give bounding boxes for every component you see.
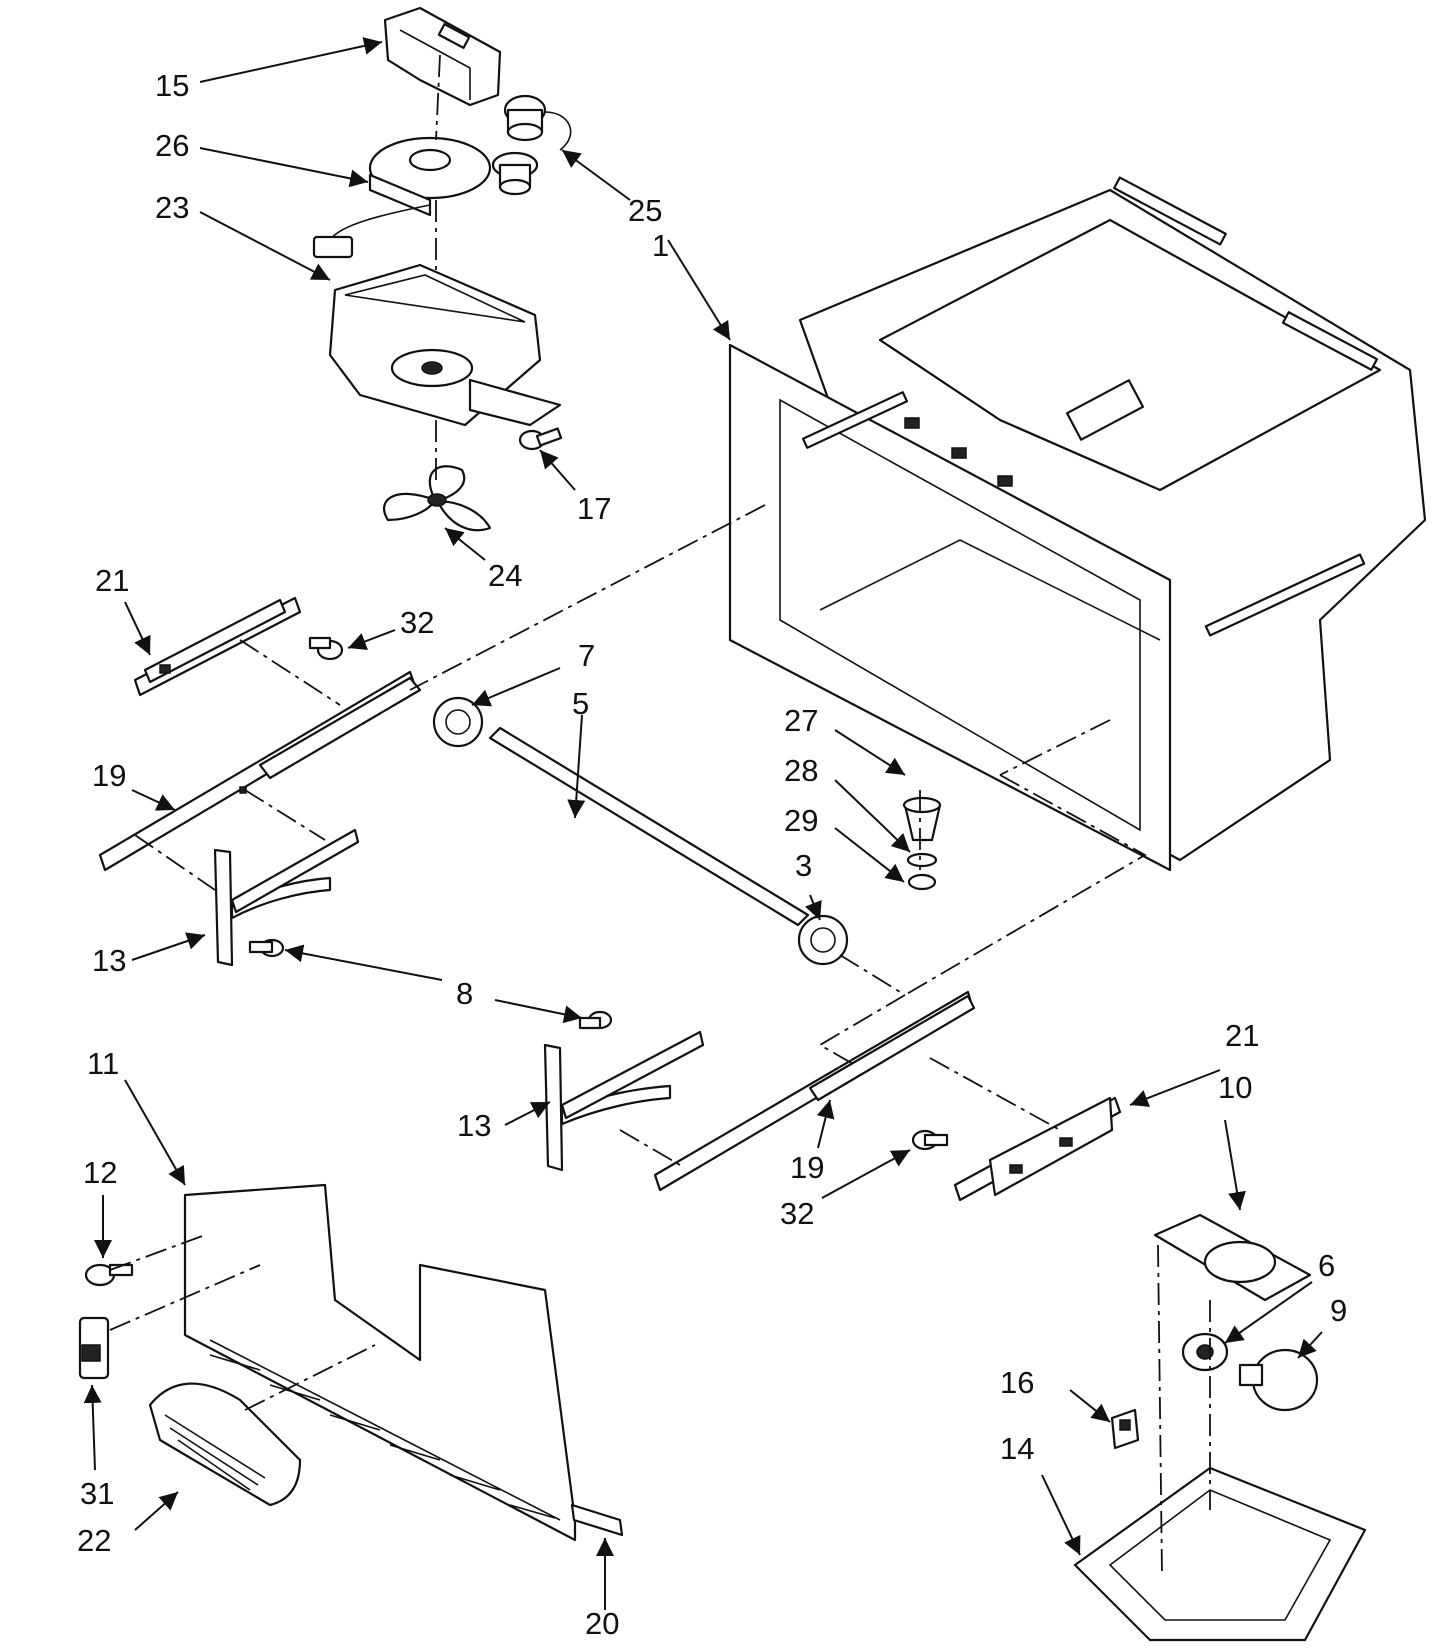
part-27-28-29-fittings <box>902 796 942 891</box>
callout-10: 10 <box>1218 1070 1253 1105</box>
callout-20: 20 <box>585 1606 620 1641</box>
callout-6: 6 <box>1318 1248 1336 1283</box>
part-32-screw-right <box>911 1129 949 1151</box>
callout-32-lower: 32 <box>780 1196 815 1231</box>
callout-25: 25 <box>628 193 663 228</box>
callout-28: 28 <box>784 753 819 788</box>
callout-24: 24 <box>488 558 523 593</box>
part-25-grommets <box>491 94 572 196</box>
part-26-fan-motor <box>312 136 492 259</box>
part-21-slide-support-right <box>953 1096 1122 1202</box>
callout-14: 14 <box>1000 1431 1035 1466</box>
leader-lines <box>83 37 1323 1610</box>
callout-31: 31 <box>80 1476 115 1511</box>
part-15-motor-bracket <box>383 6 502 107</box>
part-17-screw <box>518 427 563 451</box>
callout-19-lower: 19 <box>790 1150 825 1185</box>
part-32-screw-left <box>308 636 344 661</box>
part-7-gear-upper <box>432 696 484 748</box>
callout-9: 9 <box>1330 1293 1348 1328</box>
part-3-gear-lower <box>797 914 849 966</box>
part-19-slide-rail-right <box>653 990 976 1192</box>
part-1-freezer-bin <box>728 176 1427 872</box>
part-21-slide-support-left <box>133 596 302 697</box>
part-12-screw <box>84 1263 134 1287</box>
callout-21-upper: 21 <box>95 563 130 598</box>
part-6-lamp-socket <box>1181 1332 1229 1372</box>
callout-19-upper: 19 <box>92 758 127 793</box>
callout-27: 27 <box>784 703 819 738</box>
callout-5: 5 <box>572 686 590 721</box>
part-11-panel <box>183 1183 577 1542</box>
part-16-switch <box>1110 1408 1140 1450</box>
part-19-slide-rail-left <box>98 670 422 872</box>
callout-13-upper: 13 <box>92 943 127 978</box>
callout-3: 3 <box>795 848 813 883</box>
callout-15: 15 <box>155 68 190 103</box>
callout-1: 1 <box>652 228 670 263</box>
callout-12: 12 <box>83 1155 118 1190</box>
callout-21-lower: 21 <box>1225 1018 1260 1053</box>
part-23-fan-housing <box>328 263 562 427</box>
part-9-bulb <box>1238 1348 1319 1412</box>
callout-8: 8 <box>456 976 474 1011</box>
part-24-fan-blade <box>382 465 492 532</box>
callout-32-upper: 32 <box>400 605 435 640</box>
part-22-vent-grille <box>148 1382 302 1507</box>
callout-22: 22 <box>77 1523 112 1558</box>
part-13-bracket-left <box>213 828 360 967</box>
callout-29: 29 <box>784 803 819 838</box>
part-14-light-housing <box>1073 1466 1367 1642</box>
callout-23: 23 <box>155 190 190 225</box>
callout-26: 26 <box>155 128 190 163</box>
part-20-strip <box>570 1503 624 1537</box>
callout-17: 17 <box>577 491 612 526</box>
part-5-axle <box>488 726 810 927</box>
callout-11: 11 <box>87 1046 120 1081</box>
part-10-lamp-shield <box>1153 1213 1312 1302</box>
part-31-clip <box>78 1316 110 1380</box>
part-8-screws <box>248 938 613 1030</box>
callout-16: 16 <box>1000 1365 1035 1400</box>
part-13-bracket-right <box>543 1030 705 1172</box>
callout-13-lower: 13 <box>457 1108 492 1143</box>
callout-7: 7 <box>578 638 596 673</box>
assembly-lines <box>109 54 1211 1576</box>
